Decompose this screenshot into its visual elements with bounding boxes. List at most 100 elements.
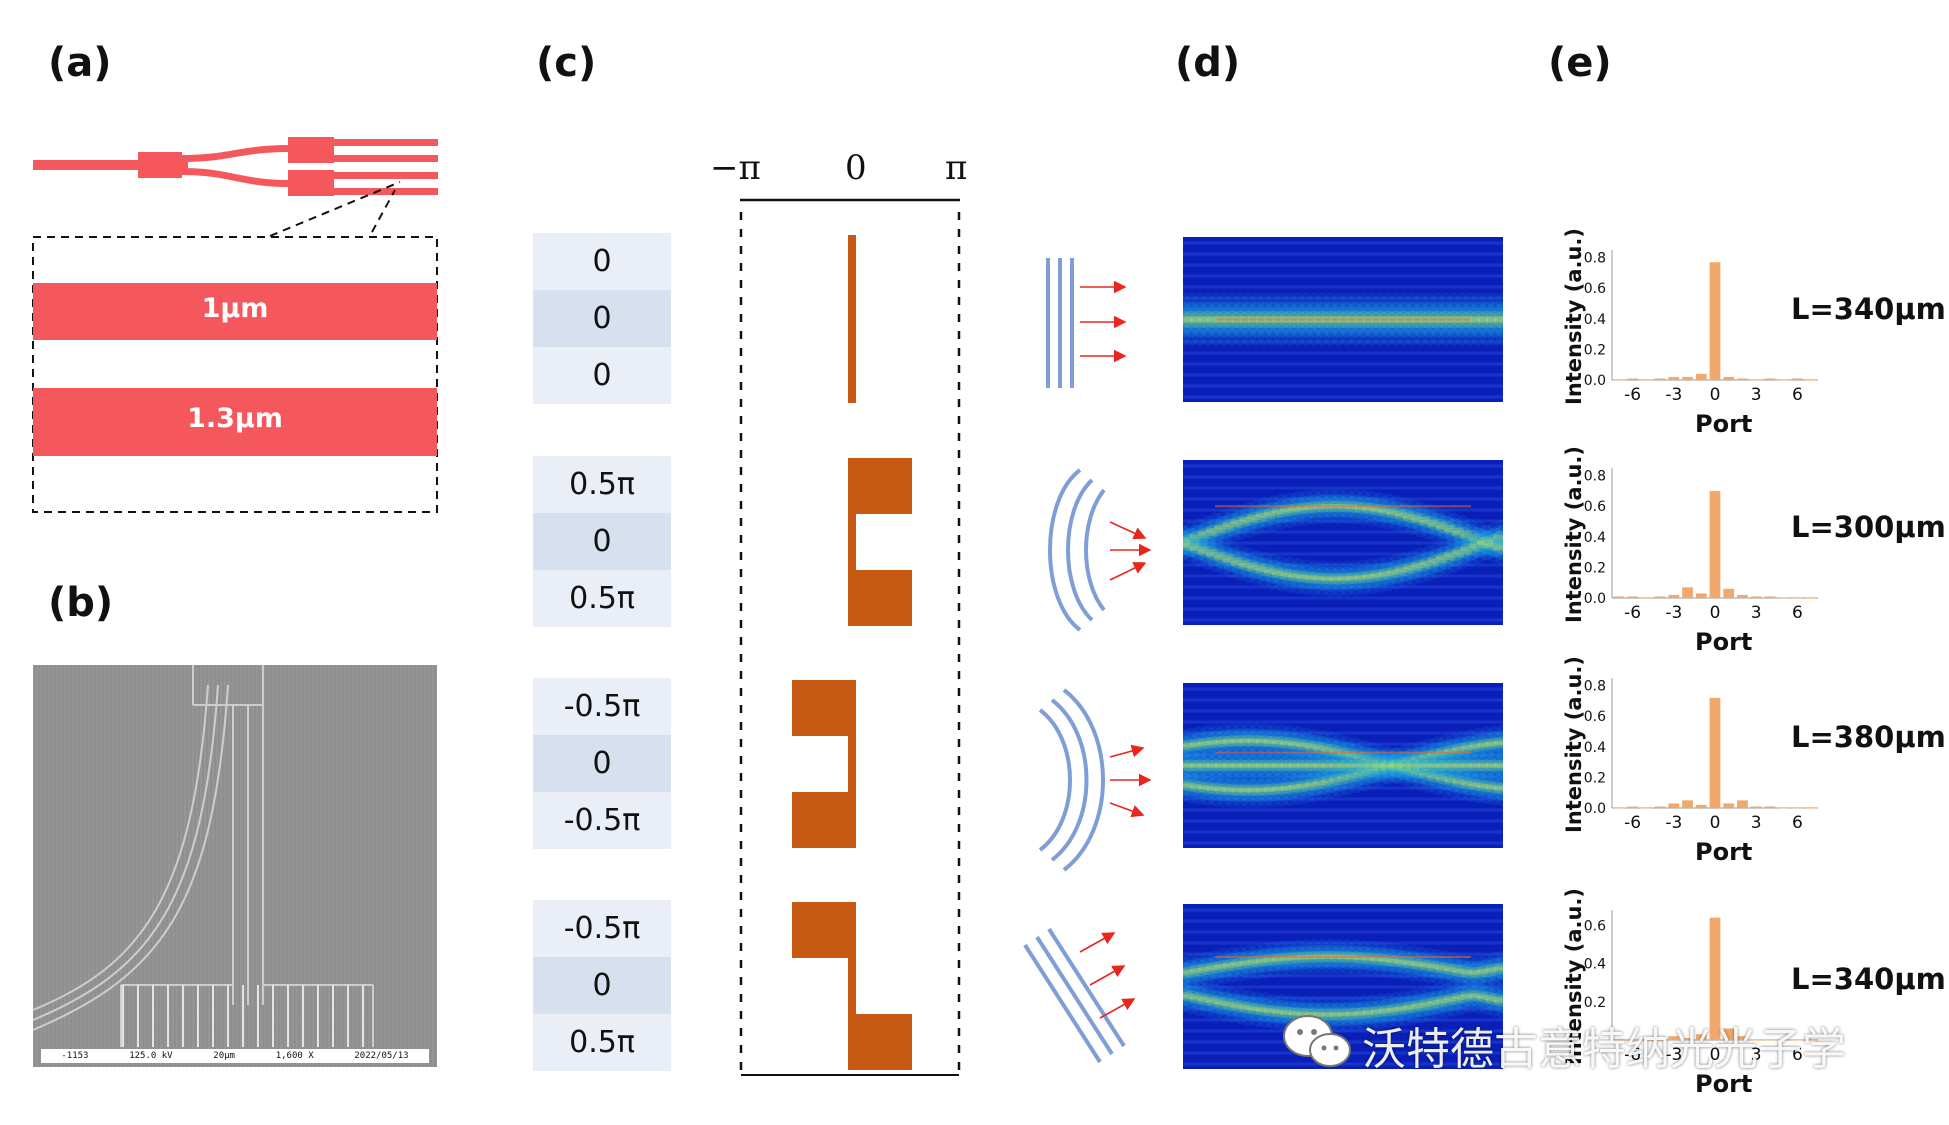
x-axis-label: Port <box>1695 838 1753 866</box>
y-tick-label: 0.8 <box>1584 679 1606 695</box>
phase-cell: 0 <box>533 233 671 290</box>
phase-cell: 0 <box>533 290 671 347</box>
port-bar <box>1627 596 1638 598</box>
plane-wavefront <box>1046 258 1074 388</box>
port-bar <box>1737 1036 1748 1040</box>
phase-cell: 0.5π <box>533 456 671 513</box>
y-tick-label: 0.0 <box>1584 801 1606 817</box>
port-bar <box>1764 596 1776 598</box>
port-bar <box>1737 378 1748 380</box>
port-bar <box>1737 594 1748 598</box>
port-bar <box>1805 808 1817 809</box>
port-bar <box>1695 373 1707 380</box>
x-tick-label: 6 <box>1792 1045 1803 1065</box>
port-bar <box>1640 598 1652 599</box>
port-bar <box>1682 376 1693 380</box>
phase-bar <box>848 570 912 626</box>
port-bar <box>1668 803 1680 808</box>
port-bar <box>1764 1040 1776 1041</box>
waveguide-length-label: L=300μm <box>1791 510 1946 544</box>
port-bar <box>1723 376 1735 380</box>
phase-bar-connector <box>848 680 856 848</box>
port-bar <box>1640 380 1652 381</box>
x-tick-label: -3 <box>1665 603 1682 623</box>
phase-cell: -0.5π <box>533 678 671 735</box>
x-tick-label: 0 <box>1710 813 1721 833</box>
port-bar <box>1668 594 1680 598</box>
port-bar <box>1654 806 1666 808</box>
port-bar <box>1792 1040 1803 1041</box>
x-tick-label: 0 <box>1710 385 1721 405</box>
x-tick-label: 6 <box>1792 385 1803 405</box>
port-bar <box>1750 596 1762 598</box>
port-bar <box>1654 596 1666 598</box>
panel-label-a: (a) <box>48 40 112 86</box>
width-label-1-3um: 1.3μm <box>187 403 283 434</box>
port-bar <box>1668 1036 1680 1040</box>
port-bar <box>1709 697 1721 808</box>
port-bar <box>1764 378 1776 380</box>
axis-tick-zero: 0 <box>845 148 867 188</box>
y-tick-label: 0.2 <box>1584 342 1606 358</box>
wavefront-illustrations <box>1023 258 1152 1064</box>
panel-label-e: (e) <box>1548 40 1612 86</box>
wechat-icon <box>1283 1015 1351 1067</box>
x-tick-label: 0 <box>1710 603 1721 623</box>
y-tick-label: 0.0 <box>1584 373 1606 389</box>
y-tick-label: 0.6 <box>1584 918 1606 934</box>
waveguide-length-label: L=380μm <box>1791 720 1946 754</box>
port-bar <box>1668 376 1680 380</box>
port-bar <box>1627 806 1638 808</box>
y-tick-label: 0.4 <box>1584 740 1606 756</box>
sem-device-lines <box>33 665 374 1047</box>
port-bar <box>1613 1040 1625 1041</box>
x-tick-label: -3 <box>1665 1045 1682 1065</box>
sem-image: -1153 125.0 kV 20μm 1,600 X 2022/05/13 <box>33 665 437 1067</box>
phase-cell: 0 <box>533 957 671 1014</box>
axis-tick-pi: π <box>945 148 968 188</box>
y-tick-label: 0.2 <box>1584 560 1606 576</box>
port-bar <box>1805 380 1817 381</box>
x-tick-label: 6 <box>1792 603 1803 623</box>
port-bar <box>1805 598 1817 599</box>
port-bar <box>1792 598 1803 599</box>
phase-bar-connector <box>848 235 856 403</box>
port-bar <box>1613 596 1625 598</box>
phase-cell: 0 <box>533 347 671 404</box>
port-bar <box>1682 800 1693 808</box>
phase-cell: 0 <box>533 513 671 570</box>
port-bar <box>1792 378 1803 380</box>
x-tick-label: 0 <box>1710 1045 1721 1065</box>
x-tick-label: -6 <box>1624 385 1641 405</box>
x-tick-label: 3 <box>1751 1045 1762 1065</box>
port-bar <box>1778 598 1790 599</box>
port-bar <box>1695 593 1707 598</box>
y-tick-label: 0.8 <box>1584 251 1606 267</box>
port-bar <box>1654 378 1666 380</box>
port-bar <box>1723 588 1735 598</box>
phase-bar-connector <box>848 458 856 626</box>
y-tick-label: 0.2 <box>1584 770 1606 786</box>
port-bar <box>1695 1034 1707 1040</box>
port-bar <box>1805 1040 1817 1041</box>
y-tick-label: 0.4 <box>1584 957 1606 973</box>
port-bar <box>1627 378 1638 380</box>
x-tick-label: -3 <box>1665 385 1682 405</box>
port-bar <box>1709 490 1721 598</box>
port-bar <box>1709 262 1721 380</box>
y-axis-label: Intensity (a.u.) <box>1562 445 1586 623</box>
y-axis-label: Intensity (a.u.) <box>1562 655 1586 833</box>
phase-bar <box>848 1014 912 1070</box>
port-bar <box>1764 806 1776 808</box>
port-bar <box>1778 1040 1790 1041</box>
x-axis-label: Port <box>1695 410 1753 438</box>
waveguide-1-3um: 1.3μm <box>33 388 437 456</box>
x-axis-label: Port <box>1695 628 1753 656</box>
port-bar <box>1778 380 1790 381</box>
y-tick-label: 0.6 <box>1584 499 1606 515</box>
panel-label-b: (b) <box>48 580 114 626</box>
port-bar <box>1640 1040 1652 1041</box>
port-bar <box>1682 587 1693 598</box>
converging-arrows <box>1109 744 1152 818</box>
